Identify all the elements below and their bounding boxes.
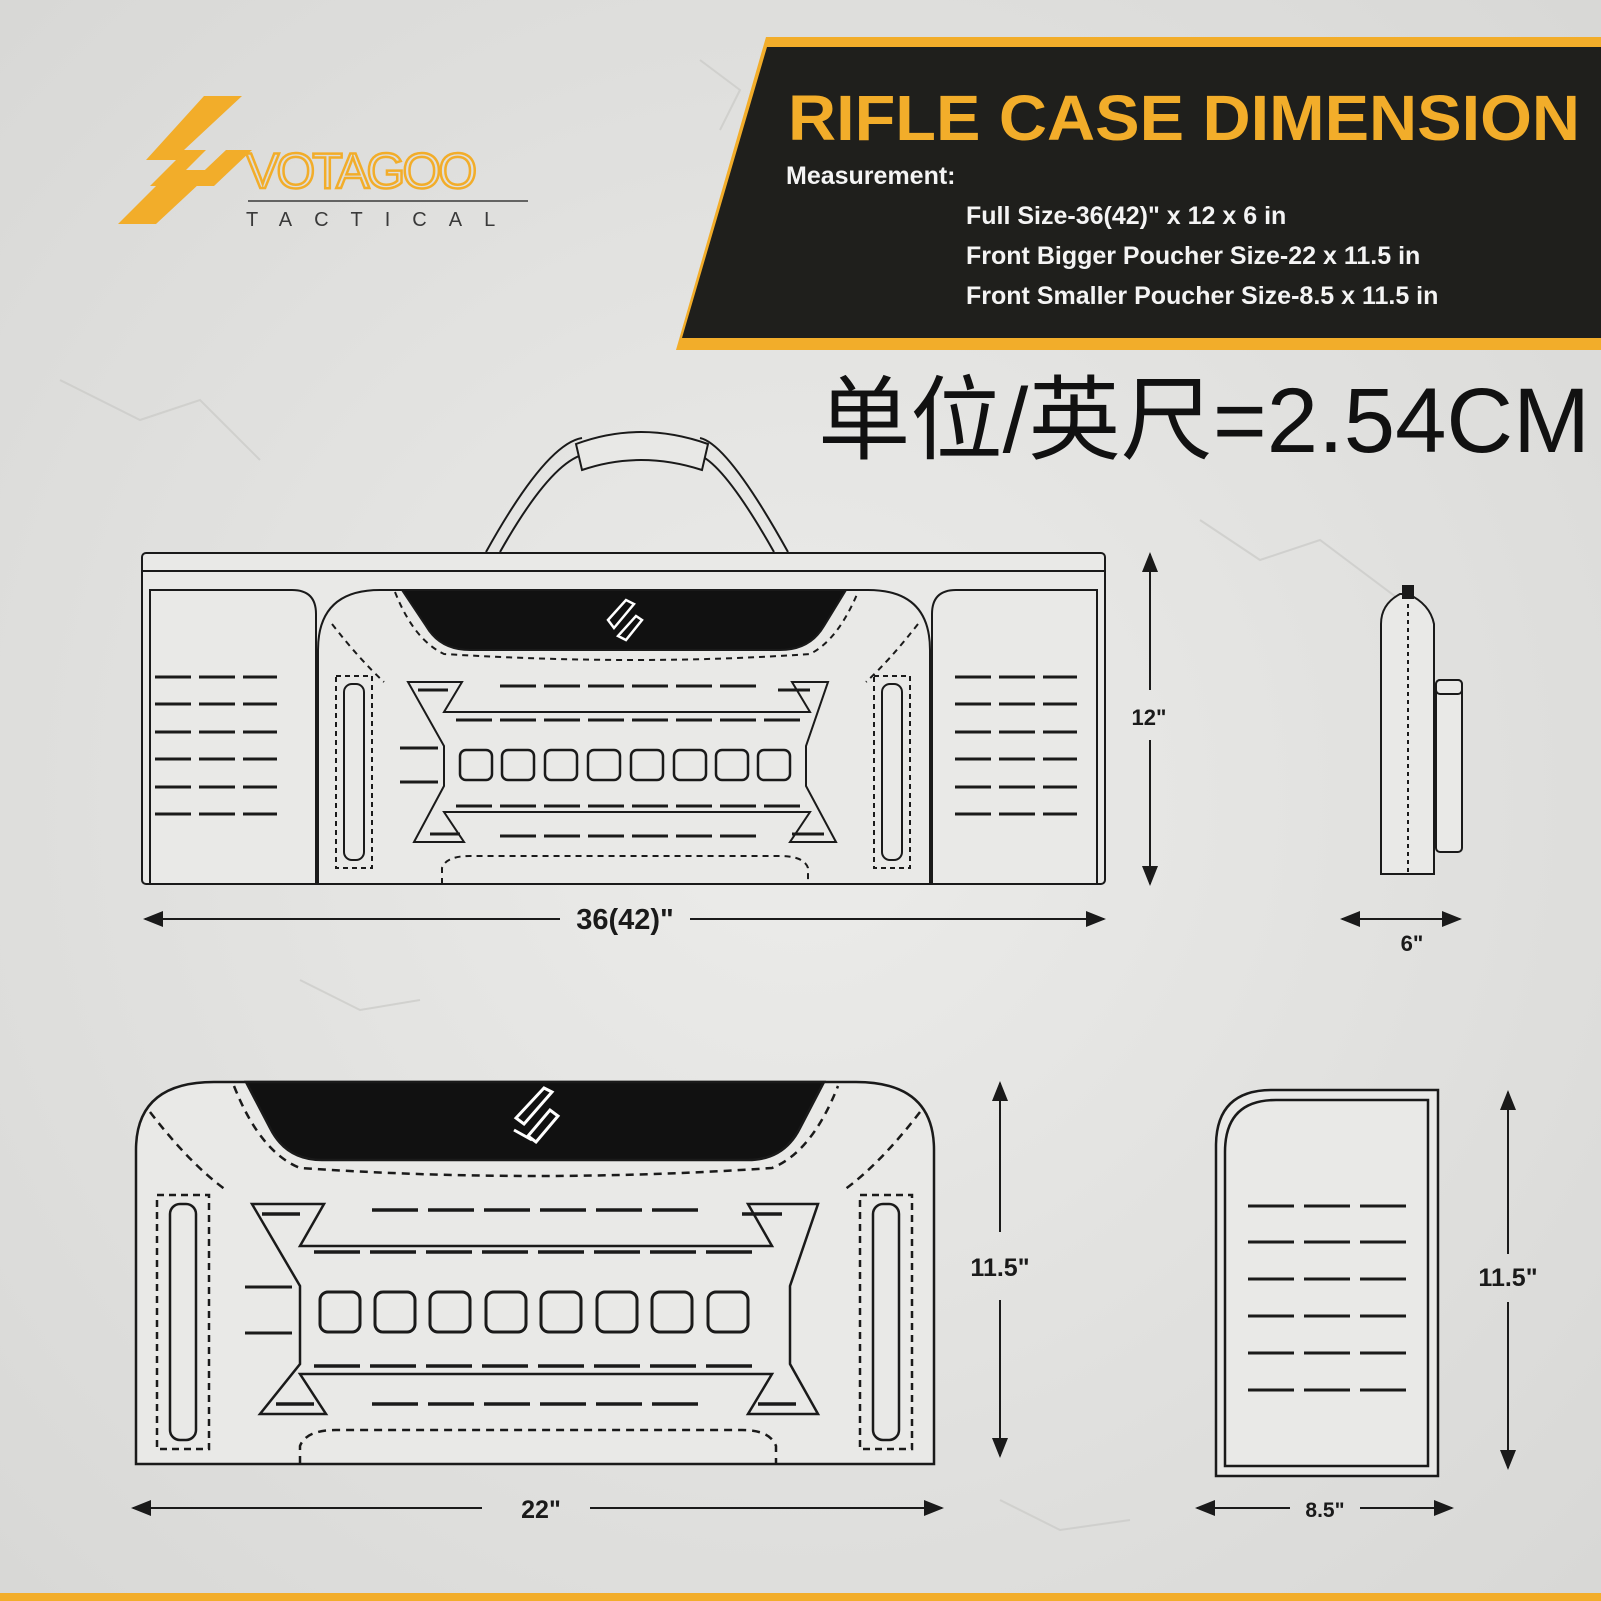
big-pouch-molle-strips bbox=[262, 1208, 796, 1406]
left-side-pocket bbox=[149, 589, 317, 885]
big-pouch-side-seams bbox=[149, 1111, 921, 1192]
full-case-dimensions bbox=[143, 552, 1462, 927]
center-pouch-logo-panel bbox=[400, 589, 848, 651]
small-pouch-width-label: 8.5" bbox=[1305, 1499, 1344, 1522]
big-pouch-dimensions bbox=[131, 1081, 1008, 1516]
left-slot bbox=[343, 683, 365, 861]
banner-title: RIFLE CASE DIMENSION bbox=[788, 82, 1580, 154]
center-molle-panel bbox=[406, 681, 838, 843]
bottom-accent-bar bbox=[0, 1593, 1601, 1601]
unit-note: 单位/英尺=2.54CM bbox=[818, 370, 1590, 472]
full-depth-label: 6" bbox=[1401, 931, 1424, 956]
concrete-texture bbox=[59, 59, 1401, 1532]
logo-panel-stitching bbox=[394, 591, 859, 661]
big-pouch-view bbox=[134, 1080, 936, 1466]
small-pouch-inner-edge bbox=[1223, 1098, 1430, 1468]
big-pouch-height-label: 11.5" bbox=[970, 1254, 1029, 1282]
banner-measurement-label: Measurement: bbox=[786, 162, 956, 190]
left-molle-rows bbox=[155, 675, 277, 816]
right-side-pocket bbox=[931, 589, 1098, 885]
side-seam-stitching bbox=[331, 623, 919, 683]
big-pouch-left-slot-stitch bbox=[155, 1193, 211, 1451]
banner-line-big-pouch: Front Bigger Poucher Size-22 x 11.5 in bbox=[966, 242, 1420, 270]
big-pouch-logo-stitching bbox=[232, 1085, 840, 1178]
small-pouch-dimensions bbox=[1195, 1090, 1516, 1516]
brand-name: VOTAGOO bbox=[246, 143, 475, 199]
small-pouch-view bbox=[1214, 1088, 1440, 1478]
case-handle bbox=[485, 431, 789, 553]
banner-background bbox=[682, 47, 1601, 338]
small-pouch-molle-rows bbox=[1248, 1204, 1408, 1392]
big-pouch-logo-panel bbox=[243, 1080, 827, 1162]
right-slot bbox=[881, 683, 903, 861]
small-pouch-height-label: 11.5" bbox=[1478, 1264, 1537, 1292]
center-loop-row bbox=[458, 748, 792, 782]
full-height-label: 12" bbox=[1132, 705, 1167, 730]
center-pouch-outline bbox=[317, 589, 931, 885]
side-view-pouch bbox=[1435, 679, 1463, 853]
brand-tagline: TACTICAL bbox=[246, 209, 517, 231]
brand-logo: VOTAGOO TACTICAL bbox=[118, 96, 528, 231]
case-side-view bbox=[1380, 585, 1463, 875]
big-pouch-logo-icon bbox=[513, 1086, 561, 1145]
big-pouch-width-label: 22" bbox=[521, 1496, 561, 1524]
right-molle-rows bbox=[955, 675, 1077, 816]
big-pouch-left-slot bbox=[168, 1202, 198, 1442]
big-pouch-right-slot bbox=[871, 1202, 901, 1442]
full-case-front-view bbox=[141, 431, 1106, 885]
right-slot-stitch bbox=[873, 675, 911, 869]
votagoo-s-logo-icon bbox=[118, 96, 252, 224]
title-banner: RIFLE CASE DIMENSION Measurement: Full S… bbox=[676, 37, 1601, 350]
bottom-grab-stitch bbox=[441, 855, 809, 884]
big-pouch-molle-panel bbox=[249, 1202, 821, 1416]
left-slot-stitch bbox=[335, 675, 373, 869]
banner-line-small-pouch: Front Smaller Poucher Size-8.5 x 11.5 in bbox=[966, 282, 1438, 310]
banner-line-full-size: Full Size-36(42)" x 12 x 6 in bbox=[966, 202, 1286, 230]
side-view-handle-clip bbox=[1402, 585, 1414, 599]
side-view-pouch-flap bbox=[1435, 679, 1463, 695]
full-width-label: 36(42)" bbox=[576, 904, 674, 936]
big-pouch-loop-row bbox=[318, 1290, 750, 1334]
case-logo-icon bbox=[606, 598, 644, 642]
small-pouch-outline bbox=[1214, 1088, 1440, 1478]
center-molle-strips bbox=[418, 684, 824, 838]
big-pouch-right-slot-stitch bbox=[858, 1193, 914, 1451]
